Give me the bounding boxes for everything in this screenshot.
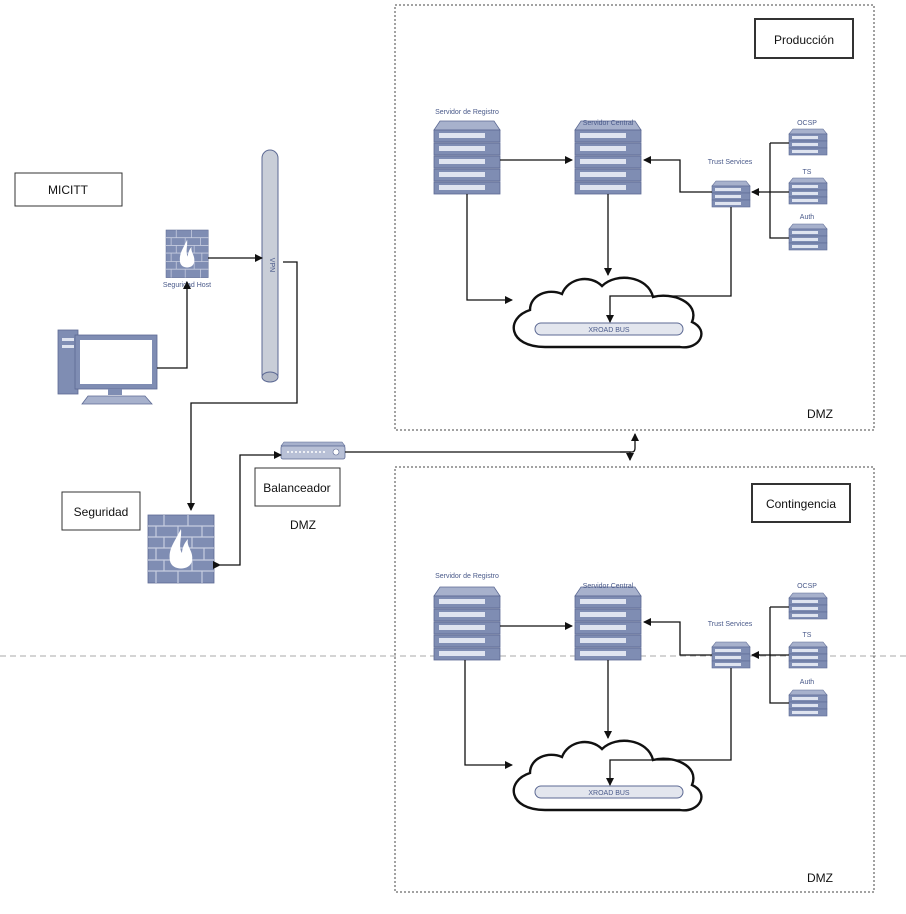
auth-server-icon — [788, 689, 828, 717]
connector-balanceador-contingencia — [345, 451, 634, 461]
cloud-icon — [512, 739, 703, 812]
load-balancer-icon — [280, 441, 346, 460]
connector-vpn-seguridad — [187, 261, 298, 511]
desktop-computer-icon — [57, 329, 158, 405]
micitt-box: MICITT — [14, 172, 123, 207]
ocsp-label: OCSP — [797, 583, 817, 590]
seguridad-box: Seguridad — [61, 491, 141, 531]
produccion-dmz-label: DMZ — [807, 407, 833, 421]
connector-balanceador-produccion — [620, 433, 639, 453]
connector-seguridad-balanceador — [213, 451, 282, 569]
connector-registro-bus — [466, 194, 513, 304]
connector-registro-bus — [464, 660, 513, 769]
trust-services-icon — [711, 180, 751, 208]
cloud-icon — [512, 276, 703, 349]
xroad-bus-label: XROAD BUS — [588, 327, 630, 334]
balanceador-label: Balanceador — [263, 481, 330, 495]
vpn-pipe-icon — [261, 149, 279, 383]
servidor-registro-label: Servidor de Registro — [435, 109, 499, 116]
contingencia-zone: Contingencia DMZ Servidor de Registro Se… — [394, 466, 875, 893]
xroad-bus-label: XROAD BUS — [588, 790, 630, 797]
servidor-central-label: Servidor Central — [583, 583, 634, 590]
ts-server-icon — [788, 641, 828, 669]
micitt-label: MICITT — [48, 183, 89, 197]
contingencia-title: Contingencia — [766, 497, 836, 511]
contingencia-dmz-label: DMZ — [807, 871, 833, 885]
balanceador-box: Balanceador — [254, 467, 341, 507]
produccion-title: Producción — [774, 33, 834, 47]
ts-server-icon — [788, 177, 828, 205]
ts-label: TS — [803, 632, 812, 639]
auth-label: Auth — [800, 679, 815, 686]
servidor-central-icon — [574, 120, 642, 195]
connector-pc-host — [157, 281, 191, 369]
connector-ocsp-ts-auth — [752, 142, 789, 239]
seguridad-firewall-icon — [147, 514, 215, 584]
ts-label: TS — [803, 169, 812, 176]
ocsp-server-icon — [788, 592, 828, 620]
servidor-central-label: Servidor Central — [583, 120, 634, 127]
xroad-bus-pipe-icon — [534, 785, 684, 799]
dmz-left-label: DMZ — [290, 518, 316, 532]
servidor-registro-icon — [433, 586, 501, 661]
servidor-registro-icon — [433, 120, 501, 195]
auth-label: Auth — [800, 214, 815, 221]
trust-services-icon — [711, 641, 751, 669]
seguridad-host-firewall-icon — [165, 229, 209, 279]
connector-trust-bus — [606, 207, 732, 323]
trust-services-label: Trust Services — [708, 159, 753, 166]
xroad-bus-pipe-icon — [534, 322, 684, 336]
vpn-label: VPN — [268, 258, 275, 272]
trust-services-label: Trust Services — [708, 621, 753, 628]
connector-trust-central — [643, 618, 712, 656]
produccion-zone: Producción DMZ Servidor de Registro Serv… — [394, 4, 875, 431]
ocsp-label: OCSP — [797, 120, 817, 127]
ocsp-server-icon — [788, 128, 828, 156]
seguridad-label: Seguridad — [74, 505, 129, 519]
servidor-central-icon — [574, 586, 642, 661]
connector-trust-central — [643, 156, 712, 193]
auth-server-icon — [788, 223, 828, 251]
connector-trust-bus — [606, 668, 732, 786]
servidor-registro-label: Servidor de Registro — [435, 573, 499, 580]
connector-ocsp-ts-auth — [752, 606, 789, 704]
